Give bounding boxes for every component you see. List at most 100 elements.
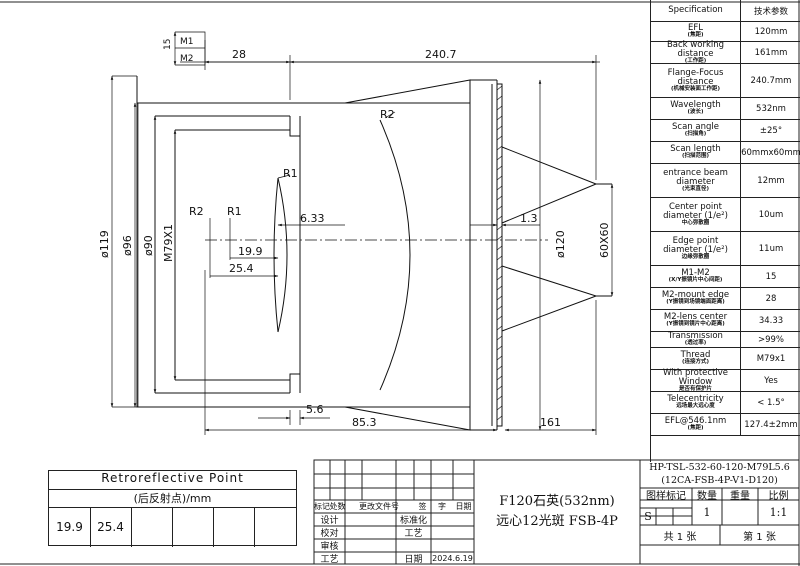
spec-label: Wavelength [670, 100, 721, 111]
spec-value: 240.7mm [750, 75, 792, 86]
spec-row: Flange-Focus distance(机械安装面工作距) 240.7mm [651, 64, 800, 98]
spec-row: M2-lens center(Y振镜到镜片中心距离) 34.33 [651, 310, 800, 332]
outer-housing [136, 76, 471, 431]
label-28: 28 [232, 48, 246, 61]
tb-design: 设计 [320, 516, 339, 526]
spec-label: M2-mount edge [661, 290, 730, 301]
spec-value: 10um [758, 209, 784, 220]
label-dia-96: ø96 [121, 235, 134, 256]
spec-value: 532nm [756, 103, 786, 114]
spec-label: With protective Window [662, 367, 729, 387]
spec-value: Yes [764, 375, 778, 386]
label-1-3: 1.3 [520, 212, 538, 225]
spec-label: Flange-Focus distance [667, 67, 724, 87]
spec-label: EFL@546.1nm [664, 416, 727, 427]
label-15: 15 [163, 39, 173, 50]
spec-label: M2-lens center [663, 312, 728, 323]
dimension-lines [110, 31, 614, 435]
tb-date-label: 日期 [404, 554, 423, 565]
label-dia-90: ø90 [142, 235, 155, 256]
spec-label-zh: (X/Y振镜片中心间距) [668, 277, 723, 284]
spec-label-zh: 远场最大远心度 [676, 403, 715, 410]
spec-value: 120mm [754, 26, 788, 37]
tb-craft: 工艺 [320, 554, 339, 565]
spec-label: entrance beam diameter [663, 167, 728, 187]
label-161: 161 [540, 416, 561, 429]
tb-check: 校对 [320, 529, 339, 539]
tb-qty-val: 1 [703, 506, 711, 519]
spec-value: 34.33 [758, 315, 784, 326]
tb-part-no: HP-TSL-532-60-120-M79L5.6 [649, 462, 790, 473]
spec-row: M1-M2(X/Y振镜片中心间距) 15 [651, 266, 800, 288]
spec-row: Thread(连接方式)M79x1 [651, 348, 800, 370]
spec-label-cell: M2-lens center(Y振镜到镜片中心距离) [651, 310, 741, 331]
spec-value: 15 [765, 271, 777, 282]
tb-stage-val: S [644, 510, 652, 523]
spec-row: Scan length(扫描范围)60mmx60mm [651, 142, 800, 164]
spec-label: Scan angle [672, 122, 719, 133]
spec-row: Scan angle(扫描角) ±25° [651, 120, 800, 142]
title-block: 标记 处数 更改文件号 签 字 日期 设计 标准化 校对 工艺 审核 工艺 日期… [314, 460, 799, 565]
spec-row: entrance beam diameter(光束直径)12mm [651, 164, 800, 198]
dimension-labels: M1 M2 15 28 240.7 R2 R1 R2 R1 6.33 19.9 … [98, 37, 611, 429]
spec-label: Specification [668, 5, 723, 16]
label-19-9: 19.9 [238, 245, 263, 258]
spec-label-cell: Center point diameter (1/e²)中心弥散圈 [651, 198, 741, 231]
spec-value: 技术参数 [753, 6, 788, 17]
tb-std: 标准化 [399, 516, 427, 526]
spec-value: < 1.5° [757, 397, 785, 408]
spec-label-zh: (连接方式) [681, 359, 710, 366]
tb-total: 共 1 张 [663, 531, 697, 543]
spec-row: Wavelength(波长) 532nm [651, 98, 800, 120]
tb-process: 工艺 [404, 529, 423, 539]
spec-label-cell: EFL(焦距) [651, 22, 741, 41]
spec-value: 28 [765, 293, 777, 304]
spec-label-zh: (扫描范围) [681, 153, 710, 160]
spec-label-cell: M2-mount edge(Y振镜到场镜端面距离) [651, 288, 741, 309]
label-5-6: 5.6 [306, 403, 324, 416]
spec-label: Center point diameter (1/e²) [663, 201, 728, 221]
label-85-3: 85.3 [352, 416, 377, 429]
tb-approve: 审核 [320, 542, 339, 552]
spec-label-zh: (扫描角) [684, 131, 707, 138]
spec-label-zh: (波长) [687, 109, 704, 116]
retro-value-1: 19.9 [56, 519, 83, 534]
retro-title: Retroreflective Point [101, 471, 244, 485]
spec-label-zh: (Y振镜到镜片中心距离) [666, 321, 725, 328]
label-m2: M2 [180, 54, 194, 64]
spec-row: Specification 技术参数 [651, 0, 800, 22]
window-hatch [496, 85, 503, 421]
spec-label-cell: Flange-Focus distance(机械安装面工作距) [651, 64, 741, 97]
spec-label: Thread [680, 350, 711, 361]
spec-row: M2-mount edge(Y振镜到场镜端面距离) 28 [651, 288, 800, 310]
spec-label-zh: (焦距) [687, 32, 704, 39]
spec-row: Center point diameter (1/e²)中心弥散圈 10um [651, 198, 800, 232]
spec-label-cell: entrance beam diameter(光束直径) [651, 164, 741, 197]
tb-sign: 签 [418, 502, 427, 511]
spec-label-cell: Edge point diameter (1/e²)边缘弥散圈 [651, 232, 741, 265]
spec-label: Scan length [670, 144, 721, 155]
tb-day: 日期 [455, 502, 472, 511]
tb-name-1: F120石英(532nm) [499, 493, 615, 509]
spec-label: M1-M2 [681, 268, 710, 279]
tb-stage: 图样标记 [646, 490, 686, 502]
label-dia-120: ø120 [554, 230, 567, 258]
tb-change: 更改文件号 [359, 502, 399, 511]
label-m79x1: M79X1 [162, 224, 175, 262]
tb-part-no-2: (12CA-FSB-4P-V1-D120) [661, 475, 778, 486]
spec-label-cell: EFL@546.1nm(焦距) [651, 414, 741, 435]
label-m1: M1 [180, 37, 194, 47]
spec-label-zh: 边缘弥散圈 [681, 253, 710, 260]
spec-value: ±25° [759, 125, 783, 136]
tb-date: 2024.6.19 [432, 553, 473, 563]
label-6-33: 6.33 [300, 212, 325, 225]
spec-label-cell: Specification [651, 0, 741, 21]
spec-label-cell: Thread(连接方式) [651, 348, 741, 369]
protective-window [496, 83, 503, 427]
spec-value: 127.4±2mm [744, 419, 798, 430]
